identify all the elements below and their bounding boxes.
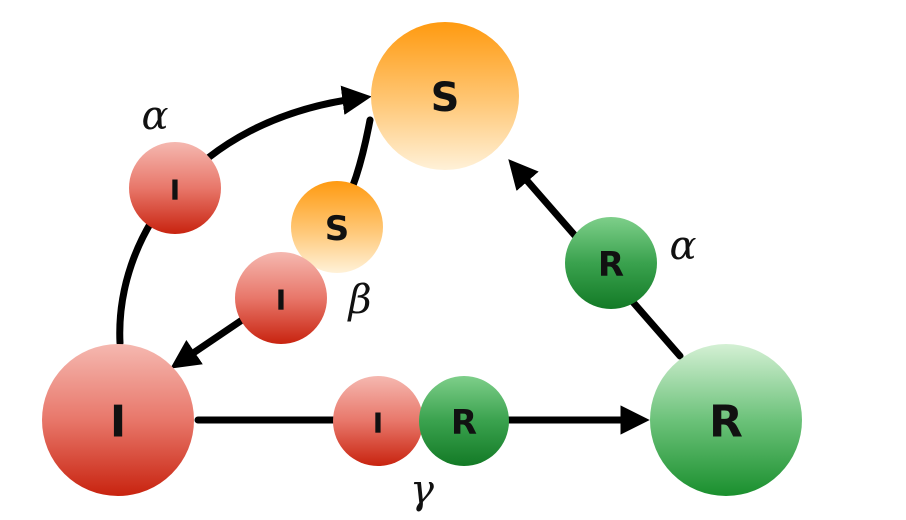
- small-node-s-beta: S: [291, 181, 383, 273]
- node-r-label: R: [709, 397, 743, 448]
- node-i: I: [42, 344, 194, 496]
- small-node-i-beta: I: [235, 252, 327, 344]
- rate-alpha-left: α: [141, 93, 168, 139]
- small-node-i-gamma-label: I: [373, 407, 383, 440]
- node-s: S: [371, 22, 519, 170]
- small-node-i-alpha-label: I: [170, 174, 180, 207]
- small-node-r-gamma-label: R: [451, 403, 477, 443]
- rate-alpha-right: α: [669, 223, 696, 269]
- small-node-s-beta-label: S: [325, 209, 350, 249]
- small-node-r-alpha: R: [565, 217, 657, 309]
- rate-gamma: γ: [410, 467, 434, 513]
- node-i-label: I: [110, 397, 126, 448]
- small-node-r-alpha-label: R: [598, 245, 624, 285]
- small-node-i-alpha: I: [129, 142, 221, 234]
- small-node-r-gamma: R: [419, 376, 509, 466]
- node-s-label: S: [431, 75, 460, 121]
- node-r: R: [650, 344, 802, 496]
- rate-beta: β: [346, 277, 371, 323]
- small-node-i-gamma: I: [333, 376, 423, 466]
- small-node-i-beta-label: I: [276, 284, 286, 317]
